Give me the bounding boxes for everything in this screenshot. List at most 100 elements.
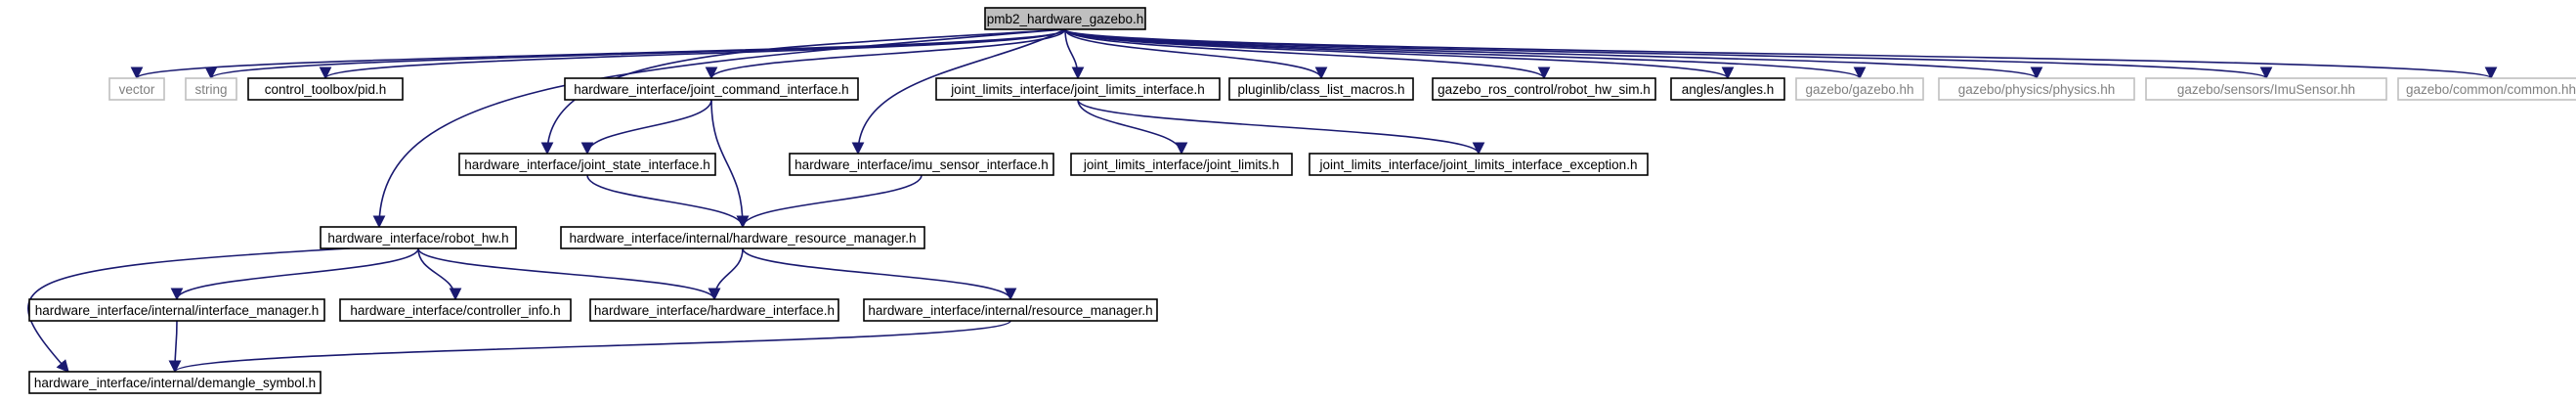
- node-box-common: [2397, 77, 2576, 101]
- node-box-hw_resource_mgr: [560, 226, 925, 249]
- node-label-hw_resource_mgr: hardware_interface/internal/hardware_res…: [570, 231, 917, 246]
- edge-root-to-physics: [1064, 28, 2042, 80]
- edge-robot_hw-to-hw_iface: [417, 247, 721, 301]
- node-imu_sensor[interactable]: gazebo/sensors/ImuSensor.hh: [2145, 77, 2387, 101]
- node-hw_iface[interactable]: hardware_interface/hardware_interface.h: [589, 298, 839, 322]
- node-imu_iface[interactable]: hardware_interface/imu_sensor_interface.…: [789, 153, 1054, 176]
- node-box-joint_state: [458, 153, 716, 176]
- node-label-demangle: hardware_interface/internal/demangle_sym…: [34, 376, 316, 390]
- node-box-joint_limits_exc: [1309, 153, 1649, 176]
- node-box-joint_command: [564, 77, 859, 101]
- edge-interface_mgr-to-demangle: [168, 320, 182, 374]
- node-label-robot_hw: hardware_interface/robot_hw.h: [327, 231, 508, 246]
- node-box-robot_hw_sim: [1432, 77, 1656, 101]
- node-box-hw_iface: [589, 298, 839, 322]
- node-box-imu_sensor: [2145, 77, 2387, 101]
- node-class_list[interactable]: pluginlib/class_list_macros.h: [1228, 77, 1414, 101]
- node-resource_mgr[interactable]: hardware_interface/internal/resource_man…: [863, 298, 1158, 322]
- node-label-hw_iface: hardware_interface/hardware_interface.h: [594, 303, 835, 318]
- node-box-gazebo: [1795, 77, 1924, 101]
- node-interface_mgr[interactable]: hardware_interface/internal/interface_ma…: [28, 298, 325, 322]
- node-joint_state[interactable]: hardware_interface/joint_state_interface…: [458, 153, 716, 176]
- node-vector[interactable]: vector: [108, 77, 165, 101]
- node-box-demangle: [28, 371, 322, 394]
- node-box-pid: [247, 77, 404, 101]
- node-label-resource_mgr: hardware_interface/internal/resource_man…: [868, 303, 1152, 318]
- node-angles[interactable]: angles/angles.h: [1670, 77, 1785, 101]
- node-box-robot_hw: [320, 226, 517, 249]
- edge-root-to-common: [1064, 28, 2497, 80]
- node-box-string: [185, 77, 237, 101]
- node-label-common: gazebo/common/common.hh: [2406, 82, 2576, 97]
- node-box-joint_limits_iface: [935, 77, 1221, 101]
- node-box-joint_limits: [1070, 153, 1293, 176]
- node-label-class_list: pluginlib/class_list_macros.h: [1237, 82, 1404, 97]
- edge-hw_resource_mgr-to-hw_iface: [708, 247, 744, 301]
- node-box-controller_info: [339, 298, 572, 322]
- edge-root-to-gazebo: [1064, 28, 1867, 80]
- edge-root-to-class_list: [1064, 28, 1328, 80]
- edge-resource_mgr-to-demangle: [168, 320, 1011, 374]
- node-robot_hw_sim[interactable]: gazebo_ros_control/robot_hw_sim.h: [1432, 77, 1656, 101]
- node-demangle[interactable]: hardware_interface/internal/demangle_sym…: [28, 371, 322, 394]
- edge-root-to-joint_state: [540, 28, 1066, 156]
- node-label-controller_info: hardware_interface/controller_info.h: [350, 303, 560, 318]
- node-box-resource_mgr: [863, 298, 1158, 322]
- edge-robot_hw-to-demangle: [27, 247, 351, 373]
- edge-robot_hw-to-interface_mgr: [170, 247, 419, 301]
- edge-root-to-imu_iface: [851, 28, 1066, 156]
- node-label-pid: control_toolbox/pid.h: [265, 82, 387, 97]
- edge-joint_command-to-joint_state: [580, 99, 712, 156]
- edge-joint_command-to-hw_resource_mgr: [710, 99, 750, 229]
- node-robot_hw[interactable]: hardware_interface/robot_hw.h: [320, 226, 517, 249]
- edge-root-to-angles: [1064, 28, 1735, 80]
- node-joint_limits_exc[interactable]: joint_limits_interface/joint_limits_inte…: [1309, 153, 1649, 176]
- node-box-class_list: [1228, 77, 1414, 101]
- node-physics[interactable]: gazebo/physics/physics.hh: [1938, 77, 2135, 101]
- node-label-gazebo: gazebo/gazebo.hh: [1805, 82, 1913, 97]
- edge-joint_state-to-hw_resource_mgr: [586, 174, 750, 229]
- node-label-joint_limits_exc: joint_limits_interface/joint_limits_inte…: [1319, 157, 1638, 172]
- edge-joint_limits_iface-to-joint_limits_exc: [1077, 99, 1485, 156]
- node-joint_limits[interactable]: joint_limits_interface/joint_limits.h: [1070, 153, 1293, 176]
- node-common[interactable]: gazebo/common/common.hh: [2397, 77, 2576, 101]
- node-label-imu_iface: hardware_interface/imu_sensor_interface.…: [794, 157, 1049, 172]
- node-gazebo[interactable]: gazebo/gazebo.hh: [1795, 77, 1924, 101]
- edge-joint_limits_iface-to-joint_limits: [1077, 99, 1188, 156]
- node-joint_limits_iface[interactable]: joint_limits_interface/joint_limits_inte…: [935, 77, 1221, 101]
- edge-root-to-vector: [131, 28, 1066, 80]
- node-box-imu_iface: [789, 153, 1054, 176]
- node-label-joint_state: hardware_interface/joint_state_interface…: [464, 157, 709, 172]
- node-label-robot_hw_sim: gazebo_ros_control/robot_hw_sim.h: [1438, 82, 1651, 97]
- node-pid[interactable]: control_toolbox/pid.h: [247, 77, 404, 101]
- edge-root-to-imu_sensor: [1064, 28, 2272, 80]
- node-box-angles: [1670, 77, 1785, 101]
- node-label-joint_limits_iface: joint_limits_interface/joint_limits_inte…: [950, 82, 1205, 97]
- node-string[interactable]: string: [185, 77, 237, 101]
- node-box-interface_mgr: [28, 298, 325, 322]
- node-label-string: string: [194, 82, 227, 97]
- node-label-interface_mgr: hardware_interface/internal/interface_ma…: [35, 303, 319, 318]
- node-label-vector: vector: [119, 82, 155, 97]
- edge-imu_iface-to-hw_resource_mgr: [736, 174, 923, 229]
- node-controller_info[interactable]: hardware_interface/controller_info.h: [339, 298, 572, 322]
- node-root[interactable]: pmb2_hardware_gazebo.h: [984, 7, 1146, 30]
- edge-root-to-joint_command: [705, 28, 1066, 80]
- edge-hw_resource_mgr-to-resource_mgr: [742, 247, 1017, 301]
- node-hw_resource_mgr[interactable]: hardware_interface/internal/hardware_res…: [560, 226, 925, 249]
- node-box-vector: [108, 77, 165, 101]
- edge-root-to-robot_hw: [372, 28, 1066, 229]
- edge-root-to-robot_hw_sim: [1064, 28, 1551, 80]
- node-label-joint_limits: joint_limits_interface/joint_limits.h: [1083, 157, 1279, 172]
- node-box-physics: [1938, 77, 2135, 101]
- edge-robot_hw-to-controller_info: [417, 247, 462, 301]
- edge-root-to-joint_limits_iface: [1064, 28, 1085, 80]
- edge-layer: [27, 28, 2497, 374]
- node-label-root: pmb2_hardware_gazebo.h: [987, 12, 1144, 26]
- node-label-imu_sensor: gazebo/sensors/ImuSensor.hh: [2177, 82, 2355, 97]
- node-label-joint_command: hardware_interface/joint_command_interfa…: [574, 82, 848, 97]
- node-joint_command[interactable]: hardware_interface/joint_command_interfa…: [564, 77, 859, 101]
- node-box-root: [984, 7, 1146, 30]
